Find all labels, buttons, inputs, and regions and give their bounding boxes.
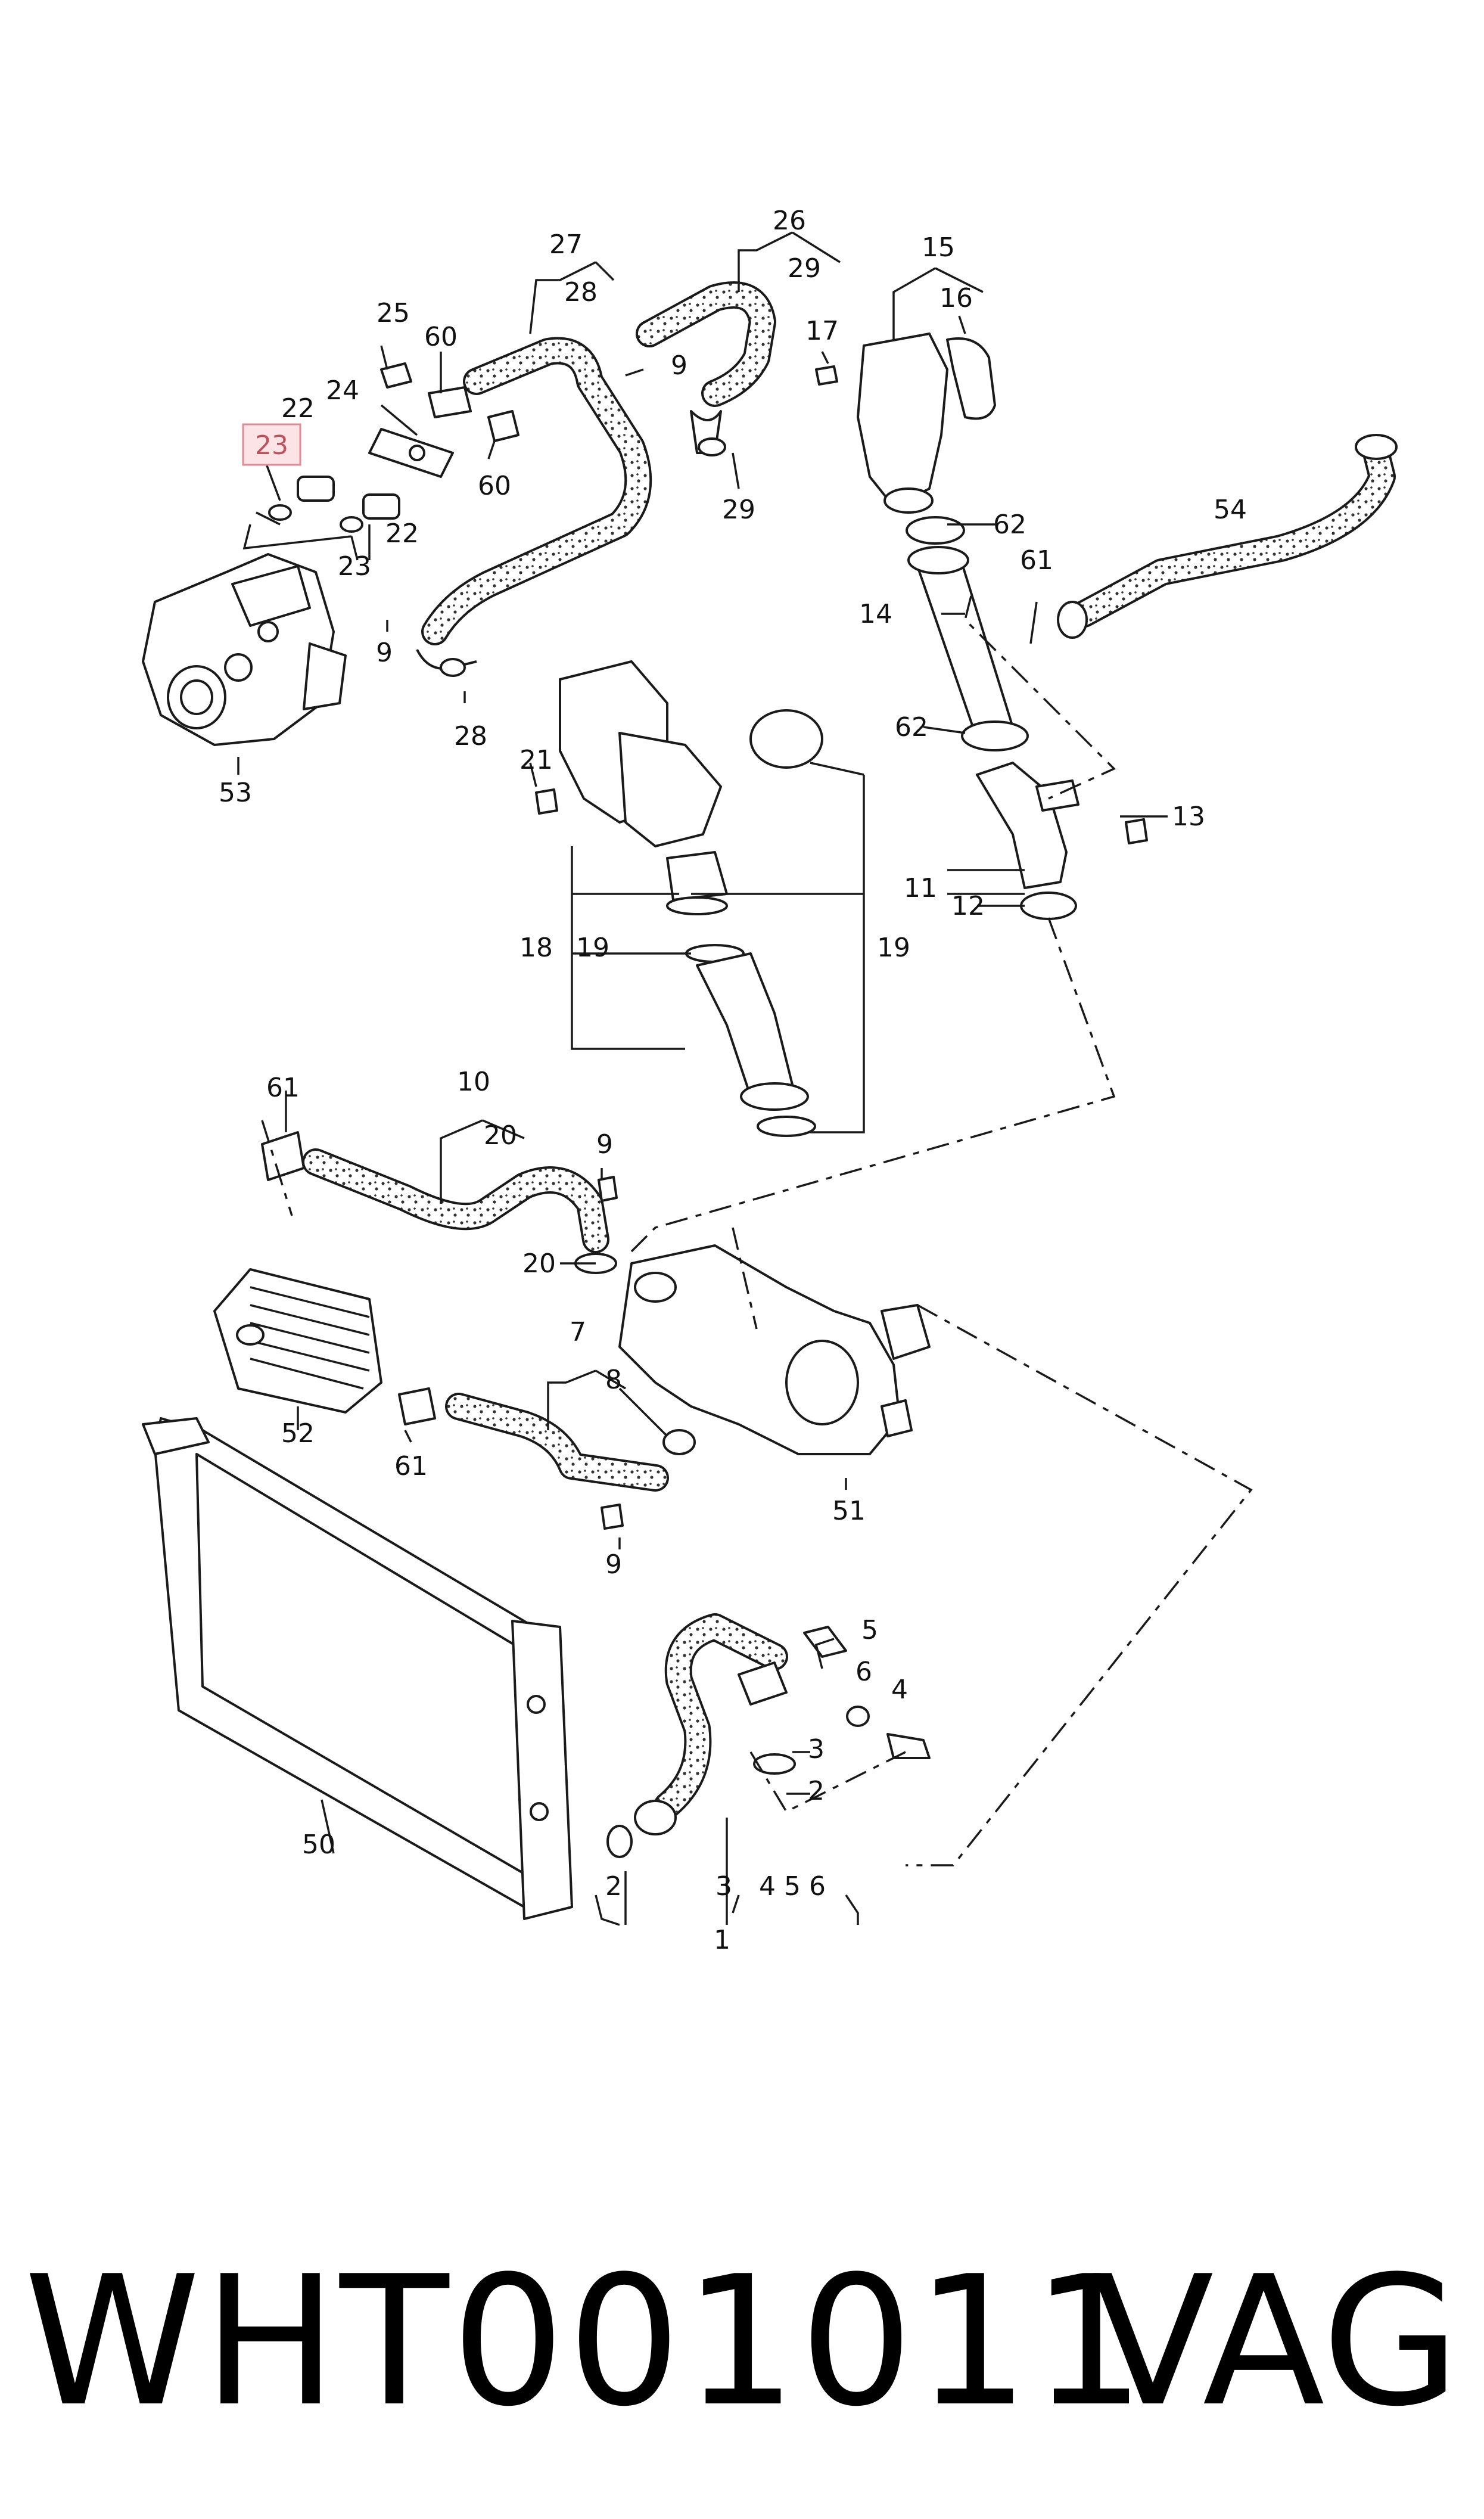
callout-53: 53 <box>219 778 252 808</box>
coolant-hose-26 <box>636 281 776 456</box>
callout-62b: 62 <box>895 712 928 743</box>
coolant-hose-7 <box>445 1393 696 1530</box>
callout-28b: 28 <box>454 721 487 751</box>
callout-23b: 23 <box>338 551 371 582</box>
callout-29b: 29 <box>722 495 755 525</box>
callout-60b: 60 <box>478 471 511 501</box>
brand-text: VAG <box>1091 2238 1460 2446</box>
callout-11: 11 <box>904 873 937 903</box>
callout-13: 13 <box>1172 802 1205 832</box>
flange-part-15 <box>815 333 996 514</box>
callout-5: 5 <box>861 1615 878 1645</box>
callout-25: 25 <box>377 298 410 328</box>
coolant-hose-54 <box>1057 434 1398 639</box>
callout-27: 27 <box>549 229 583 260</box>
radiator-part-50 <box>142 1417 573 1920</box>
callout-28a: 28 <box>564 277 598 308</box>
callout-19a: 19 <box>576 933 609 963</box>
callout-9c: 9 <box>596 1129 613 1160</box>
callout-61a: 61 <box>1020 545 1053 576</box>
callout-15: 15 <box>922 232 955 263</box>
callout-51: 51 <box>832 1496 866 1526</box>
coolant-hose-14 <box>906 516 1029 751</box>
callout-52: 52 <box>281 1418 315 1449</box>
callout-23-highlighted: 23 <box>255 430 288 461</box>
callout-17: 17 <box>805 316 839 346</box>
upper-fittings <box>268 362 519 533</box>
callout-16: 16 <box>939 283 973 313</box>
callout-54: 54 <box>1214 495 1247 525</box>
oil-cooler-part-52 <box>213 1268 436 1425</box>
callout-4: 4 <box>891 1675 908 1705</box>
callout-19b: 19 <box>877 933 910 963</box>
callout-1: 1 <box>714 1925 730 1955</box>
callout-2a: 2 <box>605 1871 622 1902</box>
callout-60a: 60 <box>424 322 458 352</box>
footer: WHT001011 VAG <box>0 2217 1484 2467</box>
callout-29a: 29 <box>788 253 821 284</box>
callout-61b: 61 <box>266 1073 300 1103</box>
callout-20a: 20 <box>484 1120 517 1151</box>
coolant-hose-10 <box>261 1131 618 1274</box>
callout-20b: 20 <box>522 1248 556 1279</box>
callout-6: 6 <box>855 1657 872 1687</box>
callout-8: 8 <box>605 1365 622 1395</box>
coolant-hose-27 <box>416 337 652 677</box>
callout-10: 10 <box>457 1067 490 1097</box>
callout-12: 12 <box>951 891 985 921</box>
connector-part-11 <box>976 762 1148 920</box>
callout-22b: 22 <box>385 518 419 549</box>
pump-assembly-18 <box>535 660 823 1137</box>
callout-3b: 3 <box>808 1734 825 1765</box>
part-number-text: WHT001011 <box>24 2238 1148 2446</box>
callout-labels: 23 1 2 2 3 3 4 4 5 6 5 6 7 8 9 9 9 9 10 … <box>219 206 1247 1955</box>
coolant-hose-1 <box>606 1613 931 1858</box>
callout-9d: 9 <box>605 1549 622 1580</box>
callout-24: 24 <box>326 375 359 406</box>
connection-lines <box>261 595 1253 1866</box>
highlight-box-23 <box>242 423 301 466</box>
callout-14: 14 <box>859 599 892 629</box>
callout-26: 26 <box>773 206 806 236</box>
thermostat-housing-part-51 <box>618 1244 931 1455</box>
callout-2b: 2 <box>808 1776 825 1806</box>
callout-18: 18 <box>519 933 553 963</box>
leader-lines <box>237 231 1168 1926</box>
callout-4-5-6: 4 5 6 <box>759 1871 826 1902</box>
callout-9b: 9 <box>671 350 687 381</box>
callout-7: 7 <box>570 1317 586 1347</box>
callout-50: 50 <box>302 1830 335 1860</box>
callout-21: 21 <box>519 745 553 775</box>
coolant-system-exploded-diagram: 23 1 2 2 3 3 4 4 5 6 5 6 7 8 9 9 9 9 10 … <box>142 206 1398 1955</box>
callout-3a: 3 <box>715 1871 732 1902</box>
callout-22a: 22 <box>281 393 315 424</box>
callout-9a: 9 <box>376 638 393 668</box>
callout-61c: 61 <box>394 1451 428 1481</box>
callout-62a: 62 <box>993 510 1026 540</box>
alternator-part-53 <box>142 553 347 746</box>
